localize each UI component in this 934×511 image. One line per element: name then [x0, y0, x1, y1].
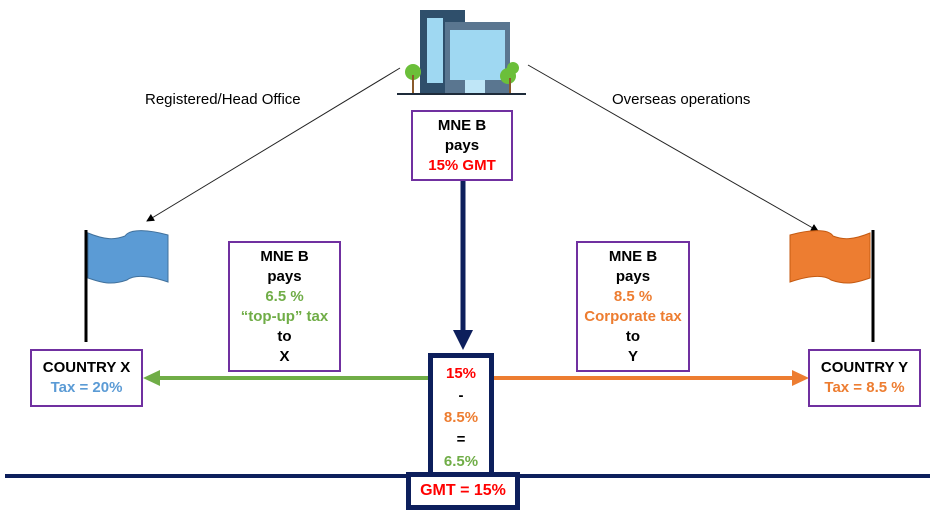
left-box-line6: X	[279, 347, 290, 365]
country-x-box: COUNTRY X Tax = 20%	[30, 349, 143, 407]
arrow-to-head-office	[146, 67, 401, 222]
country-x-tax: Tax = 20%	[50, 379, 123, 396]
calc-a: 15%	[445, 364, 477, 382]
gmt-label: GMT = 15%	[420, 482, 506, 499]
calc-equals: =	[456, 431, 466, 449]
arrow-to-overseas	[527, 64, 819, 232]
calc-minus: -	[458, 386, 464, 404]
left-box-line5: to	[277, 327, 292, 345]
flag-x-icon	[84, 230, 169, 342]
right-box: MNE B pays 8.5 % Corporate tax to Y	[576, 241, 690, 372]
country-x-name: COUNTRY X	[42, 359, 131, 376]
left-box-line3: 6.5 %	[265, 287, 304, 305]
right-box-line3: 8.5 %	[613, 287, 653, 305]
left-box-line2: pays	[267, 267, 302, 285]
country-y-name: COUNTRY Y	[820, 359, 909, 376]
left-box: MNE B pays 6.5 % “top-up” tax to X	[228, 241, 341, 372]
right-box-line2: pays	[615, 267, 651, 285]
green-arrowhead	[143, 370, 160, 386]
office-building-icon	[397, 10, 526, 95]
country-y-box: COUNTRY Y Tax = 8.5 %	[808, 349, 921, 407]
top-box: MNE B pays 15% GMT	[411, 110, 513, 181]
calc-b: 8.5%	[443, 408, 479, 426]
calculation-box: 15% - 8.5% = 6.5%	[428, 353, 494, 477]
orange-arrowhead	[792, 370, 809, 386]
top-box-line1: MNE B	[437, 116, 487, 134]
right-box-line4: Corporate tax	[584, 307, 682, 325]
flag-y-icon	[789, 230, 875, 342]
overseas-label: Overseas operations	[612, 91, 751, 108]
right-box-line1: MNE B	[608, 247, 658, 265]
gmt-box: GMT = 15%	[406, 472, 520, 510]
right-box-line5: to	[625, 327, 641, 345]
calc-c: 6.5%	[443, 453, 479, 471]
right-box-line6: Y	[627, 347, 638, 365]
left-box-line1: MNE B	[260, 247, 309, 265]
country-y-tax: Tax = 8.5 %	[824, 379, 905, 396]
left-box-line4: “top-up” tax	[240, 307, 329, 325]
top-box-line2: pays	[444, 136, 480, 154]
head-office-label: Registered/Head Office	[145, 91, 301, 108]
top-box-line3: 15% GMT	[428, 156, 496, 174]
